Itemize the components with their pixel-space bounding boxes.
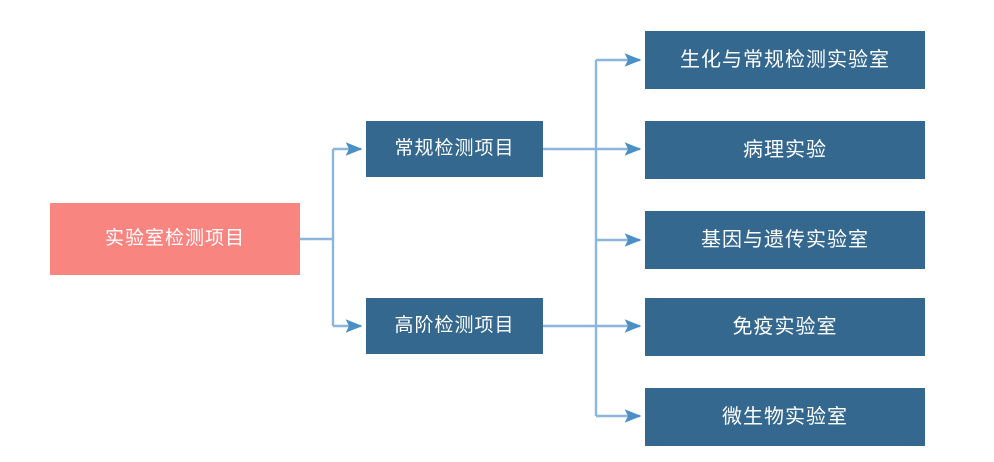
node-biochem-lab[interactable]: 生化与常规检测实验室	[645, 31, 925, 89]
node-pathology-lab-label: 病理实验	[743, 139, 827, 161]
node-microbiology-lab[interactable]: 微生物实验室	[645, 388, 925, 446]
node-routine-testing[interactable]: 常规检测项目	[366, 121, 543, 177]
node-advanced-testing-label: 高阶检测项目	[394, 314, 515, 336]
node-genetics-lab[interactable]: 基因与遗传实验室	[645, 211, 925, 269]
node-immunology-lab[interactable]: 免疫实验室	[645, 298, 925, 356]
node-genetics-lab-label: 基因与遗传实验室	[701, 229, 869, 251]
node-immunology-lab-label: 免疫实验室	[732, 316, 838, 338]
node-biochem-lab-label: 生化与常规检测实验室	[680, 49, 890, 71]
node-root-label: 实验室检测项目	[104, 227, 245, 249]
node-advanced-testing[interactable]: 高阶检测项目	[366, 298, 543, 354]
node-pathology-lab[interactable]: 病理实验	[645, 121, 925, 179]
node-microbiology-lab-label: 微生物实验室	[722, 406, 848, 428]
node-root[interactable]: 实验室检测项目	[50, 203, 300, 275]
node-routine-testing-label: 常规检测项目	[394, 137, 515, 159]
